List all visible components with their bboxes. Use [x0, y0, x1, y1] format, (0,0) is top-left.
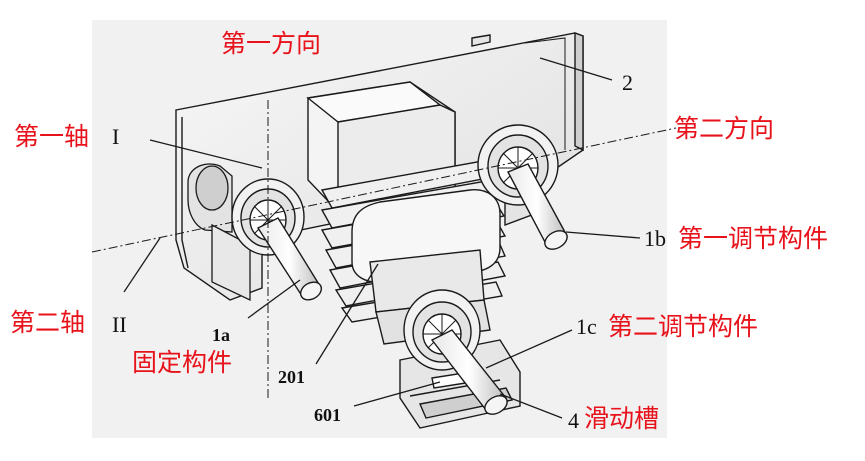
label-sliding-groove: 滑动槽 — [584, 404, 660, 433]
rod-1b — [507, 163, 568, 250]
label-second-axis: 第二轴 — [10, 308, 86, 337]
label-first-axis-numeral: I — [112, 124, 120, 149]
leader-axis-1 — [149, 139, 263, 169]
label-first-direction: 第一方向 — [221, 29, 322, 58]
left-bracket — [187, 163, 251, 302]
rod-1c — [430, 329, 508, 415]
label-part-1b: 1b — [644, 226, 666, 251]
label-part-2: 2 — [622, 70, 633, 95]
leader-1c — [485, 329, 573, 369]
label-second-direction: 第二方向 — [674, 114, 775, 143]
label-part-201: 201 — [278, 367, 305, 387]
label-part-1a: 1a — [212, 325, 230, 345]
second-axis-line — [91, 127, 677, 253]
label-part-4: 4 — [568, 408, 579, 433]
label-first-axis: 第一轴 — [14, 122, 90, 151]
leader-1a — [247, 279, 301, 319]
leader-1b — [565, 231, 641, 239]
label-first-adjust-member: 第一调节构件 — [678, 224, 829, 253]
leader-2 — [539, 57, 613, 81]
label-part-1c: 1c — [576, 314, 597, 339]
leader-601 — [353, 381, 441, 407]
label-part-601: 601 — [314, 405, 341, 425]
leader-axis-2 — [123, 237, 161, 293]
main-body — [306, 81, 507, 345]
leader-lines — [123, 57, 641, 419]
leader-201 — [315, 263, 379, 365]
axis-lines — [91, 100, 677, 400]
knob-right — [477, 124, 559, 206]
leader-4 — [499, 393, 563, 419]
label-fixed-member: 固定构件 — [132, 348, 233, 377]
label-second-adjust-member: 第二调节构件 — [608, 312, 759, 341]
label-second-axis-numeral: II — [112, 312, 127, 337]
rod-1a — [256, 217, 323, 301]
